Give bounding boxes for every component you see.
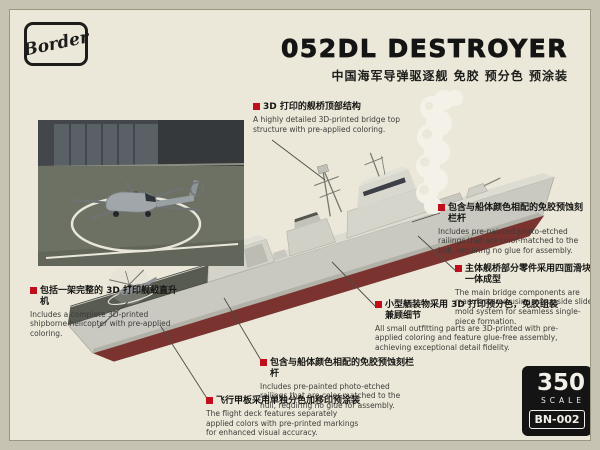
red-square-bullet	[375, 301, 382, 308]
callout-bridge-mold: 主体舰桥部分零件采用四面滑块一体成型 The main bridge compo…	[455, 264, 591, 327]
red-square-bullet	[455, 265, 462, 272]
page-title: 052DL DESTROYER	[280, 34, 568, 64]
radar-panel	[316, 164, 330, 175]
mast-yardarm	[314, 176, 339, 187]
callout-zh: 主体舰桥部分零件采用四面滑块一体成型	[465, 264, 591, 285]
hull-red-bottom	[92, 215, 545, 362]
brand-logo-text: Border	[21, 27, 91, 61]
callout-en: A highly detailed 3D-printed bridge top …	[253, 114, 400, 134]
callout-zh: 包含与船体颜色相配的免胶预蚀刻栏杆	[448, 203, 584, 224]
hangar-door	[244, 243, 269, 269]
page-subtitle: 中国海军导弹驱逐舰 免胶 预分色 预涂装	[331, 69, 568, 83]
fore-yardarm	[364, 157, 384, 166]
callout-zh: 小型舾装物采用 3D 打印预分色，免胶组装 兼顾细节	[385, 300, 559, 321]
callout-zh: 3D 打印的舰桥顶部结构	[263, 102, 361, 112]
callout-helicopter: 包括一架完整的 3D 打印舰载直升机 Includes a complete 3…	[30, 286, 180, 339]
brand-logo: Border	[21, 22, 91, 66]
red-square-bullet	[253, 103, 260, 110]
callout-en: Includes pre-painted photo-etched railin…	[260, 381, 401, 411]
callout-zh: 飞行甲板采用单独分色加移印预涂装	[216, 396, 361, 406]
callout-bridge-top: 3D 打印的舰桥顶部结构 A highly detailed 3D-printe…	[253, 102, 415, 134]
callout-railings-fore: 包含与船体颜色相配的免胶预蚀刻栏杆 Includes pre-painted p…	[438, 203, 590, 256]
helicopter-on-deck	[109, 264, 157, 305]
fore-mast	[369, 152, 380, 177]
callout-outfitting: 小型舾装物采用 3D 打印预分色，免胶组装 兼顾细节 All small out…	[375, 300, 567, 353]
bridge-windows	[362, 177, 406, 197]
gun-barrel	[483, 177, 501, 187]
callout-zh: 包括一架完整的 3D 打印舰载直升机	[40, 286, 178, 307]
callout-en: All small outfitting parts are 3D-printe…	[375, 323, 559, 353]
hull-shadow	[92, 212, 543, 354]
callout-flight-deck: 飞行甲板采用单独分色加移印预涂装 The flight deck feature…	[206, 396, 364, 438]
funnel-cap	[294, 211, 319, 223]
helicopter-closeup	[73, 180, 205, 221]
boxart-panel: Border 052DL DESTROYER 中国海军导弹驱逐舰 免胶 预分色 …	[9, 9, 591, 441]
flight-deck-photo	[37, 120, 245, 266]
mast-yardarm	[319, 189, 341, 199]
deck-fitting	[273, 249, 288, 261]
kit-number: BN-002	[529, 410, 585, 429]
funnel-block	[286, 218, 336, 257]
funnel	[294, 214, 322, 230]
scale-badge: 350 SCALE BN-002	[522, 366, 590, 436]
bridge-roof	[359, 166, 409, 187]
callout-en: Includes a complete 3D-printed shipborne…	[30, 309, 171, 339]
antenna	[381, 155, 386, 175]
scale-number: 350	[536, 370, 585, 396]
smoke-plume	[416, 90, 463, 214]
callout-en: The flight deck features separately appl…	[206, 408, 359, 438]
callout-en: Includes pre-painted photo-etched railin…	[438, 226, 579, 256]
callout-en: The main bridge components are manufactu…	[455, 287, 591, 326]
red-square-bullet	[260, 359, 267, 366]
callout-leader-lines	[97, 139, 458, 401]
callout-zh: 包含与船体颜色相配的免胶预蚀刻栏杆	[270, 358, 415, 379]
red-square-bullet	[30, 287, 37, 294]
red-square-bullet	[438, 204, 445, 211]
callout-railings-aft: 包含与船体颜色相配的免胶预蚀刻栏杆 Includes pre-painted p…	[260, 358, 414, 411]
red-square-bullet	[206, 397, 213, 404]
scale-label: SCALE	[540, 396, 585, 405]
bow-gun-turret	[466, 183, 488, 199]
